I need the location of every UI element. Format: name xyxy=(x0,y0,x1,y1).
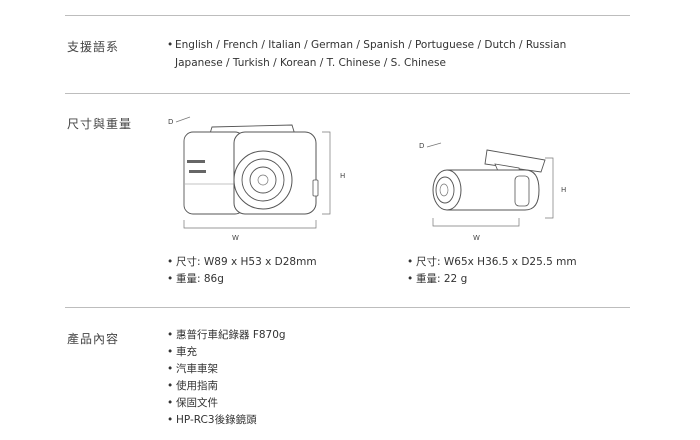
package-item: 保固文件 xyxy=(167,395,286,412)
main-camera-specs: 尺寸: W89 x H53 x D28mm 重量: 86g xyxy=(167,254,317,288)
divider-dimensions xyxy=(65,307,630,308)
rear-camera-specs: 尺寸: W65x H36.5 x D25.5 mm 重量: 22 g xyxy=(407,254,577,288)
main-spec-size: 尺寸: W89 x H53 x D28mm xyxy=(167,254,317,271)
main-spec-weight: 重量: 86g xyxy=(167,271,317,288)
main-width-label: W xyxy=(232,234,239,242)
rear-spec-weight: 重量: 22 g xyxy=(407,271,577,288)
main-depth-line xyxy=(175,116,191,123)
rear-width-label: W xyxy=(473,234,480,242)
package-list: 惠普行車紀錄器 F870g 車充 汽車車架 使用指南 保固文件 HP-RC3後錄… xyxy=(167,327,286,429)
main-height-line xyxy=(322,131,331,215)
languages-list: • English / French / Italian / German / … xyxy=(167,36,566,72)
package-item: HP-RC3後錄鏡頭 xyxy=(167,412,286,429)
package-label: 產品內容 xyxy=(67,332,120,346)
main-vents xyxy=(187,160,206,173)
rear-width-line xyxy=(432,218,520,227)
rear-height-label: H xyxy=(561,186,566,194)
languages-label: 支援語系 xyxy=(67,40,120,54)
languages-line-1: English / French / Italian / German / Sp… xyxy=(175,39,567,51)
main-side-button xyxy=(312,179,319,197)
main-camera-diagram: D H W xyxy=(168,116,345,242)
main-depth-label: D xyxy=(168,118,173,126)
dimensions-label: 尺寸與重量 xyxy=(67,117,133,131)
main-width-line xyxy=(183,220,317,229)
package-item: 使用指南 xyxy=(167,378,286,395)
rear-depth-line xyxy=(426,142,442,148)
package-item: 惠普行車紀錄器 F870g xyxy=(167,327,286,344)
rear-camera-diagram: D H W xyxy=(419,142,566,242)
rear-mount xyxy=(484,149,546,173)
package-item: 車充 xyxy=(167,344,286,361)
top-divider xyxy=(65,15,630,16)
divider-languages xyxy=(65,93,630,94)
rear-height-line xyxy=(545,157,554,219)
rear-spec-size: 尺寸: W65x H36.5 x D25.5 mm xyxy=(407,254,577,271)
package-item: 汽車車架 xyxy=(167,361,286,378)
languages-line-2: Japanese / Turkish / Korean / T. Chinese… xyxy=(175,57,446,69)
rear-depth-label: D xyxy=(419,142,424,150)
main-height-label: H xyxy=(340,172,345,180)
